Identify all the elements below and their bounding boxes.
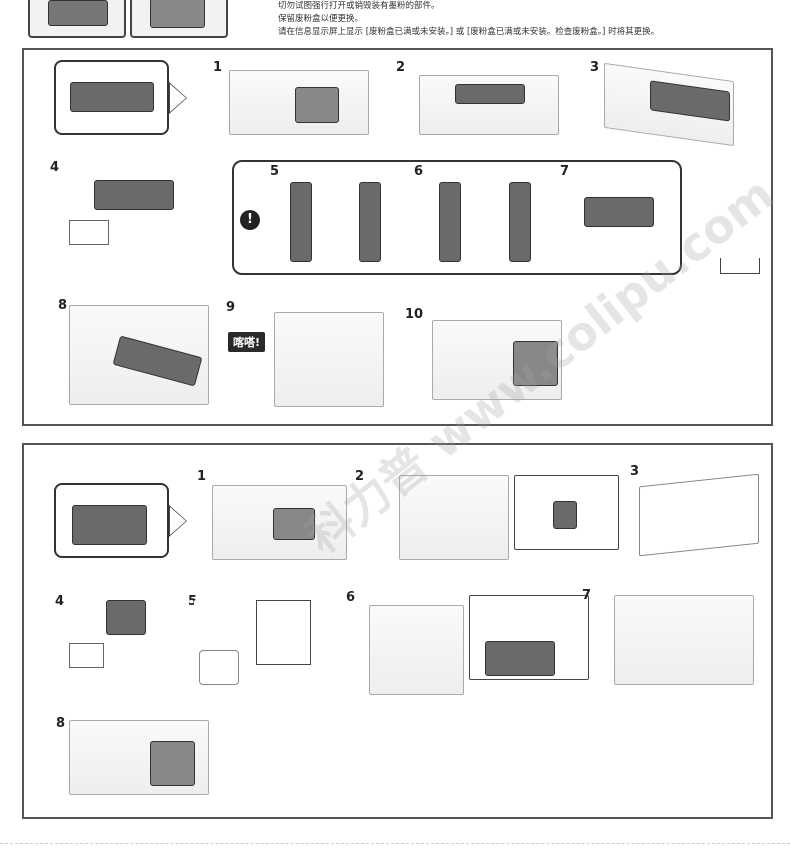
step-7-illustration [614, 595, 754, 685]
bottom-divider [0, 843, 790, 844]
step-number: 7 [560, 164, 570, 179]
step-2-illustration [399, 475, 509, 560]
step-4-illustration [64, 595, 164, 675]
step-6-detail [469, 595, 589, 680]
instruction-line: 请在信息显示屏上显示 [废粉盒已满或未安装。] 或 [废粉盒已满或未安装。检查废… [278, 27, 660, 37]
step-number: 4 [50, 160, 60, 175]
shake-instructions-box: ! 5 6 7 [232, 160, 682, 275]
step-8-illustration [69, 720, 209, 795]
step-1-illustration [212, 485, 347, 560]
step-number: 7 [582, 588, 592, 603]
step-5-illustration [274, 177, 404, 267]
step-number: 1 [197, 469, 207, 484]
toner-cartridge-illustration [70, 82, 154, 112]
step-number: 3 [630, 464, 640, 479]
step-number: 8 [56, 716, 66, 731]
top-thumbnail-2 [130, 0, 228, 38]
step-5-illustration [194, 600, 314, 690]
step-9-illustration [274, 312, 384, 407]
step-3-illustration [604, 62, 734, 147]
step-number: 3 [590, 60, 600, 75]
waste-box-thumbnail [54, 483, 169, 558]
step-1-illustration [229, 70, 369, 135]
step-4-illustration [64, 175, 184, 250]
instruction-text: 切勿试图强行打开或销毁装有墨粉的部件。 保留废粉盒以便更换。 请在信息显示屏上显… [278, 0, 659, 39]
step-number: 2 [355, 469, 365, 484]
step-number: 6 [346, 590, 356, 605]
step-number: 6 [414, 164, 424, 179]
toner-replacement-panel: 1 2 3 4 ! 5 6 7 8 9 喀嗒! 10 [22, 48, 773, 426]
step-7-illustration [574, 182, 674, 262]
step-6-illustration [369, 605, 464, 695]
step-3-illustration [639, 473, 759, 557]
step-2-illustration [419, 75, 559, 135]
step-2-detail [514, 475, 619, 550]
toner-cartridge-box [54, 60, 169, 135]
instruction-line: 保留废粉盒以便更换。 [278, 14, 364, 24]
top-thumbnail-1 [28, 0, 126, 38]
step-number: 10 [405, 307, 424, 322]
step-number: 1 [213, 60, 223, 75]
click-label: 喀嗒! [228, 332, 266, 352]
step-number: 8 [58, 298, 68, 313]
waste-toner-box-illustration [72, 505, 147, 545]
step-number: 9 [226, 300, 236, 315]
step-number: 2 [396, 60, 406, 75]
waste-toner-panel: 1 2 3 4 5 6 7 8 [22, 443, 773, 819]
step-number: 5 [270, 164, 280, 179]
step-number: 5 [188, 594, 198, 609]
step-10-illustration [432, 320, 562, 400]
step-6-illustration [419, 177, 549, 267]
step-8-illustration [69, 305, 209, 405]
instruction-line: 切勿试图强行打开或销毁装有墨粉的部件。 [278, 1, 440, 11]
exclamation-icon: ! [240, 210, 260, 230]
open-box-icon [720, 258, 760, 274]
step-number: 4 [55, 594, 65, 609]
